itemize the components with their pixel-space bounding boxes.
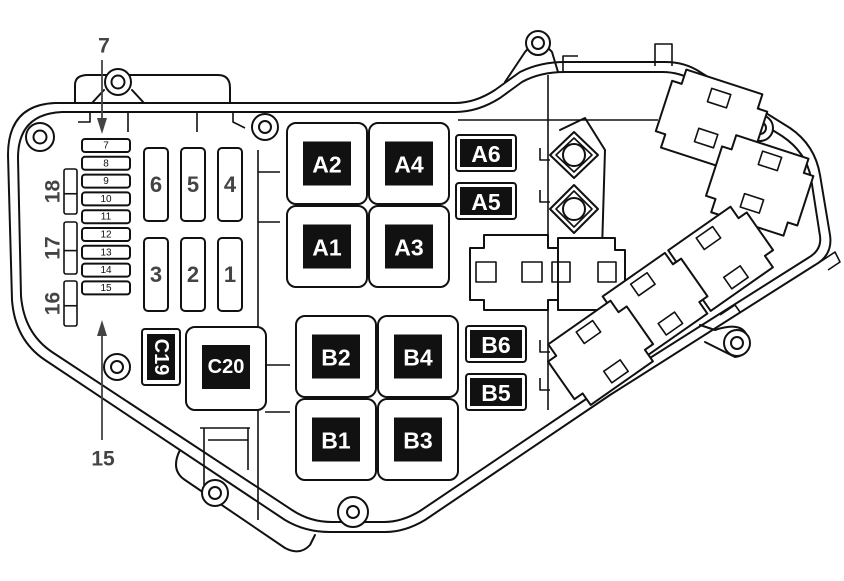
side-group-16: 16: [42, 280, 78, 327]
relay-label: B6: [481, 332, 510, 358]
small-fuse-label: 11: [101, 212, 112, 223]
relay-label: A3: [394, 235, 423, 261]
maxi-fuse-5: 5: [180, 147, 206, 222]
small-fuse-label: 7: [103, 141, 109, 152]
relay-b3: B3: [377, 398, 459, 481]
relay-label: A5: [471, 189, 501, 215]
small-fuse-label: 8: [103, 158, 109, 169]
screw-hole: [103, 353, 131, 381]
maxi-fuse-3: 3: [143, 237, 169, 312]
mount-hole: [104, 68, 132, 96]
side-groups: 18 17 16: [42, 168, 78, 327]
maxi-fuse-2: 2: [180, 237, 206, 312]
relay-a4: A4: [368, 122, 450, 205]
maxi-fuse-label: 6: [150, 172, 162, 197]
side-group-label: 17: [42, 236, 65, 259]
small-fuse-label: 9: [103, 176, 109, 187]
relay-b2: B2: [295, 315, 377, 398]
small-fuse-label: 14: [100, 265, 112, 276]
arrow-up-icon: [97, 320, 107, 336]
small-fuse-13: 13: [81, 244, 131, 260]
housing-outline: [7, 61, 832, 533]
relay-label: B2: [321, 345, 350, 371]
side-group-18: 18: [42, 168, 78, 215]
maxi-fuse-1: 1: [217, 237, 243, 312]
relay-a1: A1: [286, 205, 368, 288]
relay-b5: B5: [465, 373, 527, 411]
mount-tab-top-left: [74, 68, 231, 104]
small-fuse-8: 8: [81, 155, 131, 171]
relay-b1: B1: [295, 398, 377, 481]
small-fuse-15: 15: [81, 280, 131, 296]
maxi-fuse-label: 3: [150, 262, 162, 287]
small-fuse-column: 7 8 9 10 11 12 13 14 15: [81, 138, 131, 296]
maxi-fuse-label: 1: [224, 262, 236, 287]
callout-label-top: 7: [98, 35, 110, 58]
connector: [547, 299, 655, 406]
relay-label: A4: [394, 152, 424, 178]
small-fuse-label: 10: [100, 194, 112, 205]
small-fuse-12: 12: [81, 227, 131, 242]
screw-hole: [25, 122, 55, 152]
small-fuse-14: 14: [81, 262, 131, 278]
relay-b4: B4: [377, 315, 459, 398]
relay-label: A2: [312, 152, 341, 178]
terminal-stud: [549, 184, 599, 234]
relay-label: C19: [150, 339, 172, 376]
small-fuse-label: 12: [100, 230, 112, 241]
relay-label: B1: [321, 428, 351, 454]
side-group-label: 18: [42, 180, 65, 204]
connector-housings: [469, 68, 815, 406]
connector: [469, 234, 563, 311]
relay-label: A1: [312, 235, 342, 261]
maxi-fuse-label: 5: [187, 172, 199, 197]
mount-tab-bottom-right: [699, 251, 841, 358]
terminal-stud: [549, 131, 599, 179]
relay-label: A6: [471, 141, 500, 167]
maxi-fuse-label: 2: [187, 262, 199, 287]
terminal-studs: [549, 117, 606, 251]
maxi-fuse-4: 4: [217, 147, 243, 222]
relay-label: B3: [403, 428, 432, 454]
relay-a5: A5: [455, 182, 517, 220]
relay-label: B5: [481, 380, 511, 406]
relay-c-group: C19 C20: [141, 326, 267, 411]
maxi-fuse-label: 4: [224, 172, 237, 197]
relay-c20: C20: [185, 326, 267, 411]
small-fuse-7: 7: [81, 138, 131, 153]
screw-hole: [251, 113, 279, 141]
side-group-17: 17: [42, 221, 78, 275]
small-fuse-9: 9: [81, 173, 131, 189]
callout-label-bottom: 15: [91, 448, 115, 471]
small-fuse-10: 10: [81, 191, 131, 207]
relay-c19: C19: [141, 328, 181, 386]
relay-a6: A6: [455, 134, 517, 172]
relay-label: C20: [208, 356, 245, 378]
small-fuse-label: 15: [100, 283, 112, 294]
arrow-down-icon: [97, 118, 107, 134]
relay-b6: B6: [465, 325, 527, 363]
callout-7: 7: [97, 35, 110, 134]
small-fuse-11: 11: [81, 209, 131, 225]
relay-a2: A2: [286, 122, 368, 205]
maxi-fuse-6: 6: [143, 147, 169, 222]
relay-label: B4: [403, 345, 433, 371]
relay-a3: A3: [368, 205, 450, 288]
side-group-label: 16: [42, 292, 65, 315]
small-fuse-label: 13: [100, 247, 112, 258]
mount-tab-top-right: [504, 30, 673, 83]
screw-hole: [337, 496, 369, 528]
callout-15: 15: [91, 320, 115, 471]
mount-tab-bottom-left: [175, 427, 316, 553]
